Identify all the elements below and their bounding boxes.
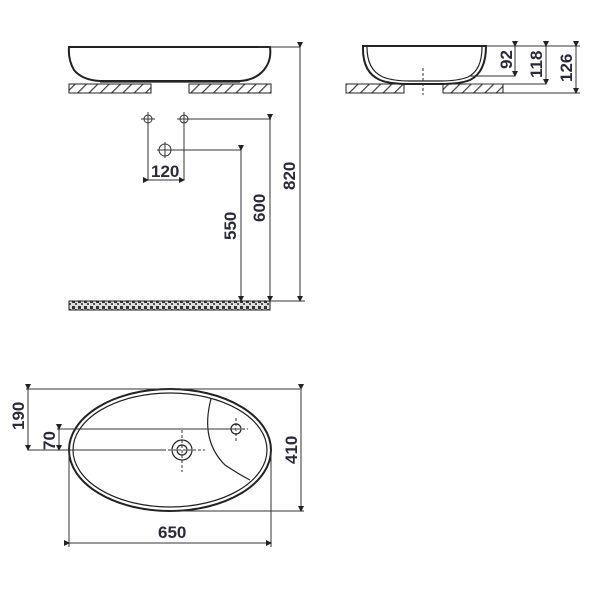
dim-overall-height: 126 [557,54,576,82]
tap-connector-right [177,112,271,180]
countertop-left [68,83,152,94]
dim-inner-depth: 92 [497,50,516,69]
dim-depth: 410 [282,436,301,464]
dim-tap-spacing: 120 [151,162,179,181]
side-view: 92 118 126 [345,41,580,95]
dim-waste-from-edge: 190 [9,402,28,430]
waste-outlet [157,142,241,158]
floor [68,300,271,311]
tap-connector-left [141,112,155,180]
tap-deck [207,398,251,481]
dim-bowl-height: 118 [527,51,546,78]
countertop-right [188,83,272,94]
basin-side-profile [361,45,488,85]
waste-hole [163,430,205,472]
dim-waste-height: 550 [221,212,240,240]
countertop-side-right [442,83,504,94]
countertop-side-left [345,83,405,94]
basin-front-profile [67,46,272,82]
top-view: 190 70 410 650 [9,384,304,547]
dim-tap-offset: 70 [40,431,59,450]
dim-total-height: 820 [280,162,299,190]
dim-tap-height: 600 [250,194,269,222]
dim-width: 650 [158,523,186,542]
front-view: 120 550 600 820 [67,42,305,311]
